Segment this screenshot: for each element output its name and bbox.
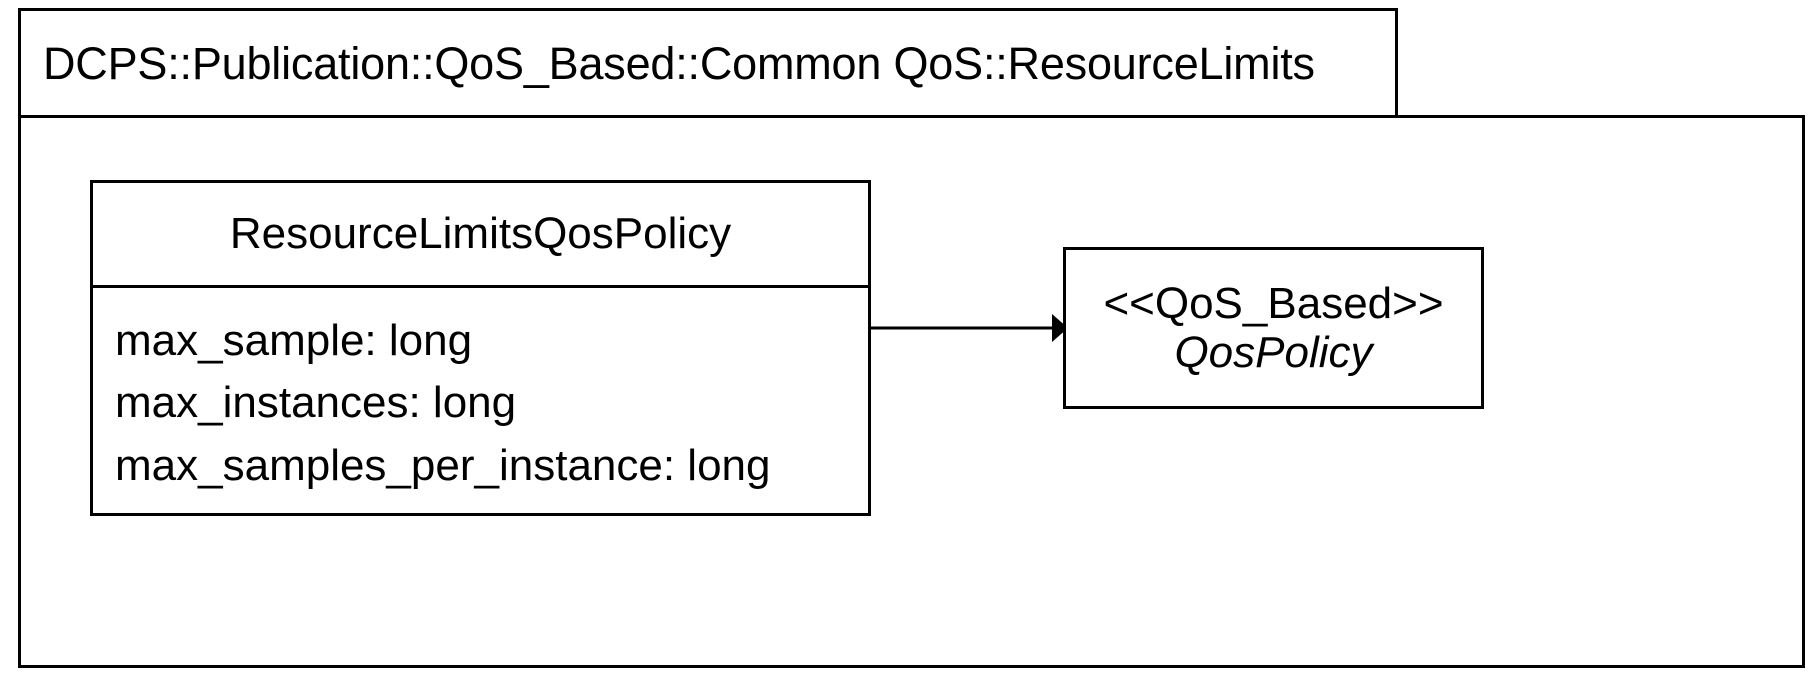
- stereotype-label: <<QoS_Based>>: [1103, 278, 1444, 328]
- class-attribute-row: max_sample: long: [115, 316, 473, 365]
- package-title-tab: DCPS::Publication::QoS_Based::Common QoS…: [18, 8, 1398, 118]
- class-attribute-row: max_instances: long: [115, 378, 517, 428]
- class-box-qospolicy[interactable]: <<QoS_Based>> QosPolicy: [1063, 247, 1484, 409]
- class-attributes-compartment: max_sample: long max_instances: long max…: [93, 288, 868, 513]
- association-arrow: [870, 314, 1068, 342]
- class-attribute-row: max_samples_per_instance: long: [115, 440, 771, 490]
- package-title-label: DCPS::Publication::QoS_Based::Common QoS…: [43, 37, 1315, 89]
- class-name-compartment: ResourceLimitsQosPolicy: [93, 183, 868, 288]
- abstract-class-name-label: QosPolicy: [1174, 328, 1373, 377]
- class-name-label: ResourceLimitsQosPolicy: [229, 209, 732, 258]
- class-box-resourcelimitsqospolicy[interactable]: ResourceLimitsQosPolicy max_sample: long…: [90, 180, 871, 516]
